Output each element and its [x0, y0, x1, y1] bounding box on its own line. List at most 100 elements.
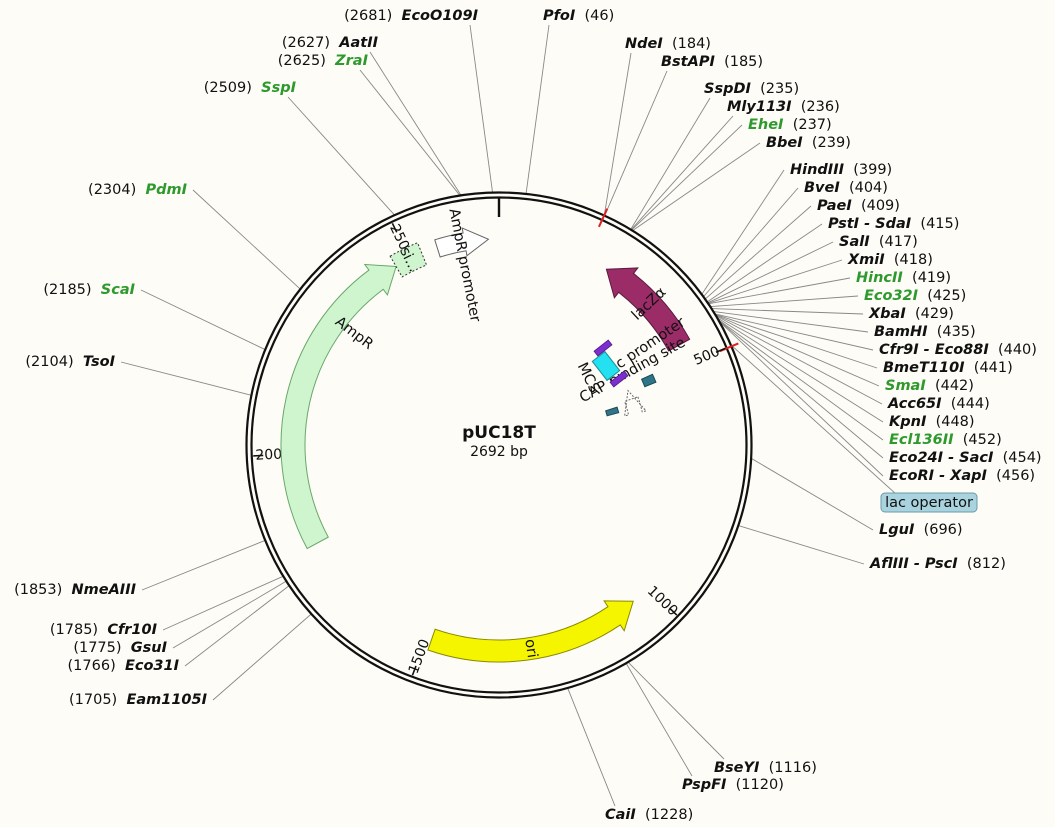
enzyme-site-zrai[interactable]: (2625) ZraI — [278, 53, 369, 69]
enzyme-site-bseyi[interactable]: BseYI (1116) — [714, 760, 817, 776]
enzyme-label-caii[interactable]: CaiI (1228) — [605, 807, 693, 823]
enzyme-label-eco31i[interactable]: (1766) Eco31I — [68, 658, 180, 674]
enzyme-label-xbai[interactable]: XbaI (429) — [868, 306, 954, 322]
enzyme-name-bstapi: BstAPI — [661, 54, 715, 70]
enzyme-site-ecoo109i[interactable]: (2681) EcoO109I — [344, 8, 478, 24]
enzyme-label-lgui[interactable]: LguI (696) — [879, 522, 963, 538]
feature-mcs[interactable] — [591, 350, 621, 382]
enzyme-label-aatii[interactable]: (2627) AatII — [282, 35, 379, 51]
enzyme-label-xmii[interactable]: XmiI (418) — [847, 252, 933, 268]
enzyme-site-hincii[interactable]: HincII (419) — [856, 270, 951, 286]
enzyme-site-pdmi[interactable]: (2304) PdmI — [88, 182, 188, 198]
enzyme-label-ndei[interactable]: NdeI (184) — [625, 36, 711, 52]
leader-sspdi — [630, 97, 711, 230]
enzyme-position-ecori-xapi: (456) — [996, 468, 1035, 484]
enzyme-label-pspfi[interactable]: PspFI (1120) — [682, 777, 784, 793]
feature-lac-promoter[interactable] — [624, 389, 648, 417]
enzyme-label-afliii-psci[interactable]: AflIII - PscI (812) — [869, 556, 1006, 572]
enzyme-site-bbei[interactable]: BbeI (239) — [766, 135, 851, 151]
enzyme-label-paei[interactable]: PaeI (409) — [817, 198, 900, 214]
enzyme-label-sali[interactable]: SalI (417) — [839, 234, 918, 250]
enzyme-site-ecl136ii[interactable]: Ecl136II (452) — [889, 432, 1002, 448]
enzyme-label-zrai[interactable]: (2625) ZraI — [278, 53, 369, 69]
enzyme-label-ecl136ii[interactable]: Ecl136II (452) — [889, 432, 1002, 448]
enzyme-site-hindiii[interactable]: HindIII (399) — [790, 162, 892, 178]
feature-cap-box-lower[interactable] — [605, 406, 620, 417]
enzyme-label-bseyi[interactable]: BseYI (1116) — [714, 760, 817, 776]
enzyme-site-paei[interactable]: PaeI (409) — [817, 198, 900, 214]
enzyme-site-ehei[interactable]: EheI (237) — [748, 117, 832, 133]
enzyme-site-bstapi[interactable]: BstAPI (185) — [661, 54, 763, 70]
enzyme-site-pfoi[interactable]: PfoI (46) — [543, 8, 614, 24]
enzyme-site-eco32i[interactable]: Eco32I (425) — [864, 288, 966, 304]
feature-ori[interactable] — [427, 600, 634, 663]
enzyme-label-ehei[interactable]: EheI (237) — [748, 117, 832, 133]
enzyme-site-bvei[interactable]: BveI (404) — [804, 180, 888, 196]
lac-operator-badge[interactable]: lac operator — [880, 492, 978, 513]
enzyme-site-gsui[interactable]: (1775) GsuI — [73, 640, 167, 656]
enzyme-label-ecori-xapi[interactable]: EcoRI - XapI (456) — [889, 468, 1035, 484]
enzyme-site-sali[interactable]: SalI (417) — [839, 234, 918, 250]
enzyme-name-bvei: BveI — [804, 180, 840, 196]
enzyme-label-ecoo109i[interactable]: (2681) EcoO109I — [344, 8, 478, 24]
enzyme-site-sspdi[interactable]: SspDI (235) — [704, 81, 799, 97]
enzyme-label-bbei[interactable]: BbeI (239) — [766, 135, 851, 151]
enzyme-site-eam1105i[interactable]: (1705) Eam1105I — [69, 692, 208, 708]
enzyme-site-lgui[interactable]: LguI (696) — [879, 522, 963, 538]
enzyme-site-afliii-psci[interactable]: AflIII - PscI (812) — [869, 556, 1006, 572]
enzyme-label-tsoi[interactable]: (2104) TsoI — [25, 354, 115, 370]
enzyme-site-scai[interactable]: (2185) ScaI — [43, 282, 135, 298]
enzyme-label-hindiii[interactable]: HindIII (399) — [790, 162, 892, 178]
feature-cap-box-upper[interactable] — [640, 373, 657, 388]
enzyme-label-psti-sdai[interactable]: PstI - SdaI (415) — [828, 216, 959, 232]
enzyme-site-kpni[interactable]: KpnI (448) — [889, 414, 975, 430]
enzyme-name-lgui: LguI — [879, 522, 915, 538]
enzyme-site-bamhi[interactable]: BamHI (435) — [874, 324, 976, 340]
enzyme-site-aatii[interactable]: (2627) AatII — [282, 35, 379, 51]
enzyme-label-sspi[interactable]: (2509) SspI — [204, 80, 297, 96]
enzyme-site-cfr10i[interactable]: (1785) Cfr10I — [50, 622, 158, 638]
enzyme-site-cfr9i-eco88i[interactable]: Cfr9I - Eco88I (440) — [879, 342, 1037, 358]
enzyme-site-pspfi[interactable]: PspFI (1120) — [682, 777, 784, 793]
enzyme-site-acc65i[interactable]: Acc65I (444) — [887, 396, 990, 412]
enzyme-label-cfr10i[interactable]: (1785) Cfr10I — [50, 622, 158, 638]
enzyme-site-ndei[interactable]: NdeI (184) — [625, 36, 711, 52]
enzyme-site-caii[interactable]: CaiI (1228) — [605, 807, 693, 823]
enzyme-site-sspi[interactable]: (2509) SspI — [204, 80, 297, 96]
enzyme-site-tsoi[interactable]: (2104) TsoI — [25, 354, 115, 370]
enzyme-label-sspdi[interactable]: SspDI (235) — [704, 81, 799, 97]
enzyme-label-nmeaiii[interactable]: (1853) NmeAIII — [14, 582, 137, 598]
enzyme-site-bmet110i[interactable]: BmeT110I (441) — [883, 360, 1013, 376]
enzyme-label-eco24i-saci[interactable]: Eco24I - SacI (454) — [889, 450, 1042, 466]
enzyme-site-xbai[interactable]: XbaI (429) — [868, 306, 954, 322]
enzyme-site-eco24i-saci[interactable]: Eco24I - SacI (454) — [889, 450, 1042, 466]
enzyme-site-ecori-xapi[interactable]: EcoRI - XapI (456) — [889, 468, 1035, 484]
enzyme-label-hincii[interactable]: HincII (419) — [856, 270, 951, 286]
enzyme-label-cfr9i-eco88i[interactable]: Cfr9I - Eco88I (440) — [879, 342, 1037, 358]
enzyme-site-nmeaiii[interactable]: (1853) NmeAIII — [14, 582, 137, 598]
enzyme-label-acc65i[interactable]: Acc65I (444) — [887, 396, 990, 412]
enzyme-label-bstapi[interactable]: BstAPI (185) — [661, 54, 763, 70]
leader-pfoi — [525, 24, 550, 194]
enzyme-label-eam1105i[interactable]: (1705) Eam1105I — [69, 692, 208, 708]
enzyme-label-bmet110i[interactable]: BmeT110I (441) — [883, 360, 1013, 376]
enzyme-label-bvei[interactable]: BveI (404) — [804, 180, 888, 196]
feature-ampr[interactable] — [280, 263, 397, 550]
feature-signal-peptide[interactable] — [389, 242, 428, 278]
enzyme-site-eco31i[interactable]: (1766) Eco31I — [68, 658, 180, 674]
enzyme-label-mly113i[interactable]: Mly113I (236) — [727, 99, 840, 115]
feature-ampr-promoter[interactable] — [434, 227, 490, 258]
enzyme-label-gsui[interactable]: (1775) GsuI — [73, 640, 167, 656]
enzyme-site-mly113i[interactable]: Mly113I (236) — [727, 99, 840, 115]
enzyme-label-pdmi[interactable]: (2304) PdmI — [88, 182, 188, 198]
enzyme-label-smai[interactable]: SmaI (442) — [885, 378, 974, 394]
enzyme-label-kpni[interactable]: KpnI (448) — [889, 414, 975, 430]
enzyme-site-psti-sdai[interactable]: PstI - SdaI (415) — [828, 216, 959, 232]
feature-lacz-alpha[interactable] — [605, 267, 691, 352]
enzyme-label-scai[interactable]: (2185) ScaI — [43, 282, 135, 298]
enzyme-label-eco32i[interactable]: Eco32I (425) — [864, 288, 966, 304]
enzyme-site-xmii[interactable]: XmiI (418) — [847, 252, 933, 268]
enzyme-label-bamhi[interactable]: BamHI (435) — [874, 324, 976, 340]
enzyme-site-smai[interactable]: SmaI (442) — [885, 378, 974, 394]
enzyme-label-pfoi[interactable]: PfoI (46) — [543, 8, 614, 24]
